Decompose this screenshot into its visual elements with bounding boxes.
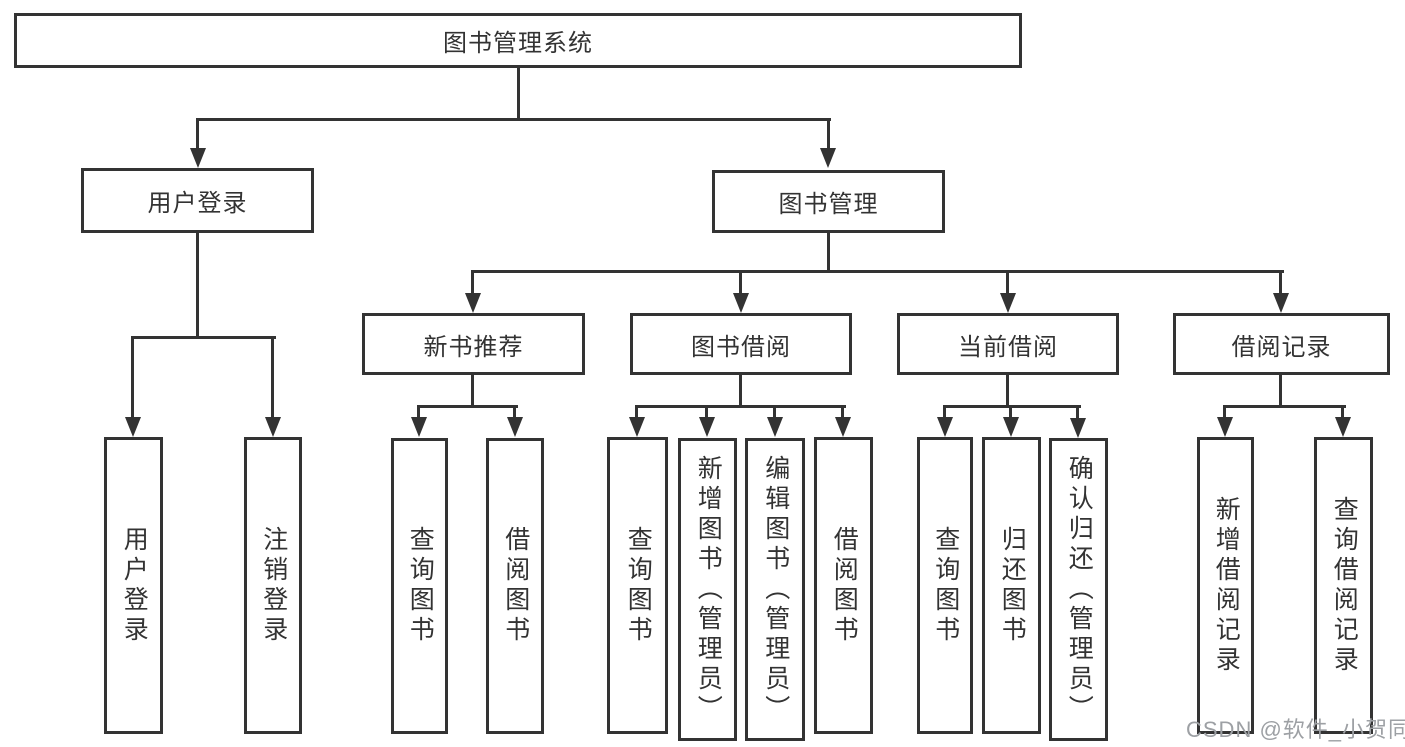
arrow-down-icon [733,293,749,313]
leaf-add-borrow-record-label: 新增借阅记录 [1212,495,1241,676]
arrow-down-icon [411,417,427,437]
connector-line [471,375,474,407]
connector-line [705,405,708,419]
node-borrow-records: 借阅记录 [1173,313,1390,375]
connector-line [773,405,776,419]
node-book-management: 图书管理 [712,170,945,233]
arrow-down-icon [820,148,836,168]
node-user-login: 用户登录 [81,168,314,233]
node-book-management-label: 图书管理 [778,191,879,218]
connector-line [1223,405,1226,419]
connector-line [739,270,742,297]
connector-line [827,233,830,272]
leaf-query-books-label: 查询图书 [624,525,653,646]
leaf-logout: 注销登录 [244,437,302,734]
node-new-book-recommend: 新书推荐 [362,313,585,375]
leaf-confirm-return-admin: 确认归还（管理员） [1049,438,1108,741]
watermark: CSDN @软件_小贺同学 [1186,717,1405,742]
leaf-borrow-books: 借阅图书 [486,438,544,734]
arrow-down-icon [1000,293,1016,313]
node-new-book-recommend-label: 新书推荐 [423,333,524,361]
leaf-borrow-books-label: 借阅图书 [830,525,859,646]
leaf-add-borrow-record: 新增借阅记录 [1197,437,1254,734]
connector-line [739,375,742,407]
arrow-down-icon [465,293,481,313]
node-book-borrow-label: 图书借阅 [691,333,791,361]
leaf-edit-books-admin: 编辑图书（管理员） [745,438,805,741]
connector-line [196,233,199,338]
arrow-down-icon [1070,418,1086,438]
connector-line [635,405,846,408]
connector-line [131,336,276,339]
leaf-confirm-return-admin-label: 确认归还（管理员） [1065,454,1094,725]
connector-line [1341,405,1344,419]
leaf-borrow-books: 借阅图书 [814,437,873,734]
connector-line [1009,405,1012,419]
connector-line [196,118,199,152]
arrow-down-icon [190,148,206,168]
leaf-add-books-admin-label: 新增图书（管理员） [694,454,723,725]
connector-line [943,405,1081,408]
arrow-down-icon [699,417,715,437]
arrow-down-icon [1003,417,1019,437]
node-borrow-records-label: 借阅记录 [1231,333,1332,361]
leaf-query-borrow-record-label: 查询借阅记录 [1330,495,1359,676]
arrow-down-icon [937,417,953,437]
arrow-down-icon [1335,417,1351,437]
connector-line [471,270,1284,273]
leaf-add-books-admin: 新增图书（管理员） [678,438,737,741]
connector-line [517,68,520,121]
connector-line [841,405,844,419]
arrow-down-icon [835,417,851,437]
connector-line [1076,405,1079,419]
connector-line [131,336,134,421]
connector-line [1006,375,1009,407]
leaf-user-login-label: 用户登录 [120,525,149,646]
leaf-return-books-label: 归还图书 [998,525,1027,646]
leaf-edit-books-admin-label: 编辑图书（管理员） [761,454,790,725]
connector-line [417,405,420,419]
arrow-down-icon [1217,417,1233,437]
leaf-user-login: 用户登录 [104,437,163,734]
arrow-down-icon [265,417,281,437]
arrow-down-icon [1273,293,1289,313]
connector-line [417,405,518,408]
connector-line [513,405,516,419]
leaf-query-books: 查询图书 [391,438,448,734]
arrow-down-icon [125,417,141,437]
leaf-query-borrow-record: 查询借阅记录 [1314,437,1373,734]
leaf-query-books-label: 查询图书 [931,525,960,646]
arrow-down-icon [507,417,523,437]
connector-line [196,118,831,121]
connector-line [635,405,638,419]
leaf-return-books: 归还图书 [982,437,1041,734]
leaf-query-books-label: 查询图书 [406,526,435,646]
arrow-down-icon [629,417,645,437]
connector-line [471,270,474,297]
connector-line [827,118,830,152]
node-system: 图书管理系统 [14,13,1022,68]
node-system-label: 图书管理系统 [443,30,593,57]
connector-line [1279,270,1282,297]
node-current-borrow: 当前借阅 [897,313,1119,375]
connector-line [271,336,274,421]
leaf-query-books: 查询图书 [917,437,973,734]
leaf-borrow-books-label: 借阅图书 [501,526,530,646]
arrow-down-icon [767,417,783,437]
connector-line [1279,375,1282,407]
connector-line [943,405,946,419]
node-current-borrow-label: 当前借阅 [958,333,1058,361]
connector-line [1006,270,1009,297]
node-user-login-label: 用户登录 [147,190,248,217]
node-book-borrow: 图书借阅 [630,313,852,375]
leaf-logout-label: 注销登录 [259,525,288,646]
connector-line [1223,405,1346,408]
leaf-query-books: 查询图书 [607,437,668,734]
